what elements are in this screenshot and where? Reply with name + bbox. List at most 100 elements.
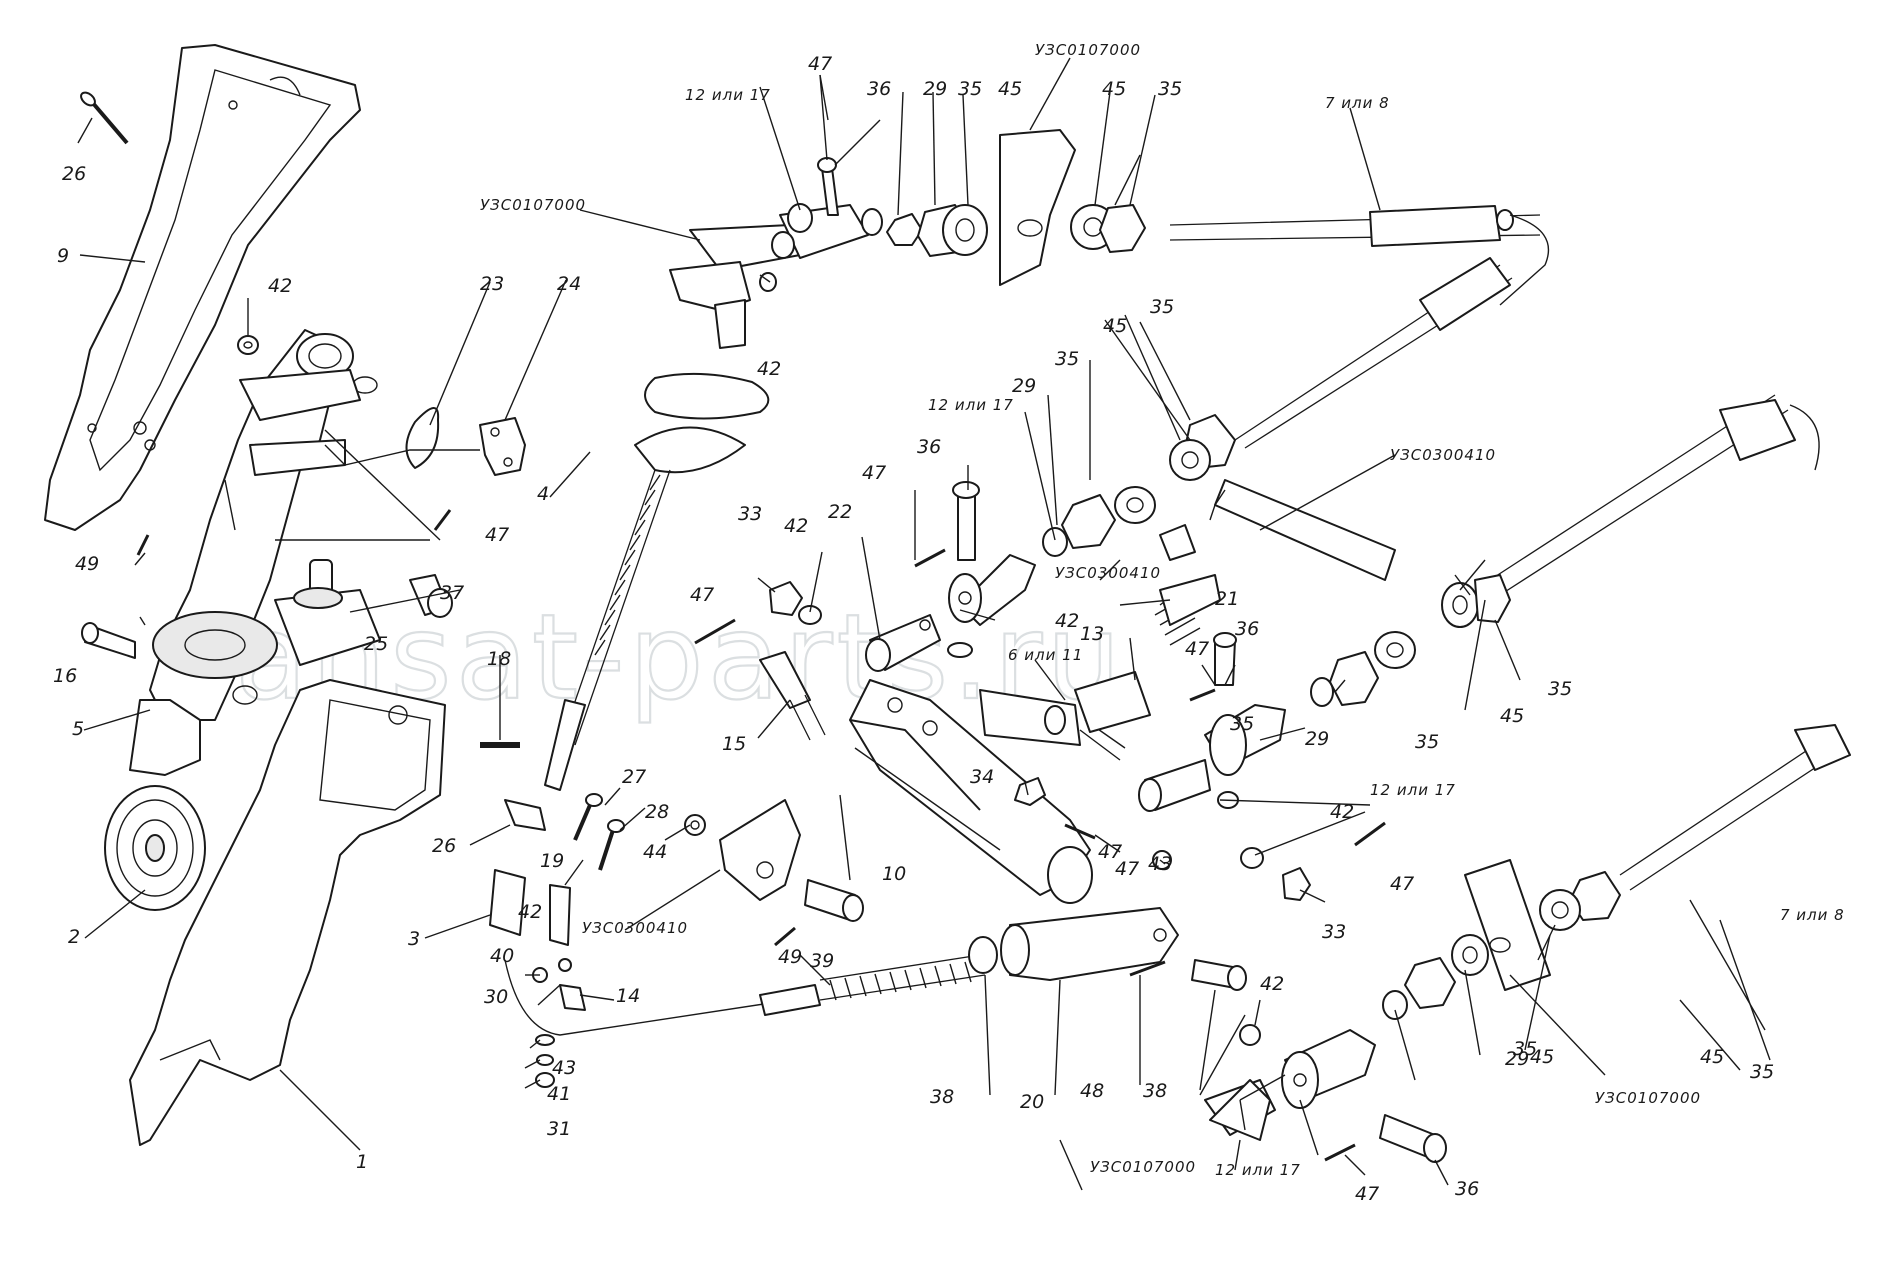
callout-40: 40 (490, 945, 514, 967)
callout-26-b: 26 (432, 835, 456, 857)
label-uzs0300410-c: УЗС0300410 (1390, 446, 1496, 464)
part-uzs0107000-plate-lower (1464, 859, 1551, 991)
callout-42-b: 42 (518, 901, 542, 923)
callout-5: 5 (72, 718, 84, 740)
callout-38-b: 38 (1143, 1080, 1167, 1102)
callout-37: 37 (440, 582, 464, 604)
callout-9: 9 (57, 245, 69, 267)
part-29-35-45-center-nuts (1042, 486, 1156, 557)
part-42-washers-right (798, 605, 1264, 1046)
callout-36-a: 36 (867, 78, 891, 100)
callout-34: 34 (970, 766, 994, 788)
callout-42-c: 42 (784, 515, 808, 537)
part-38-pin (1191, 959, 1247, 991)
part-9-upper-cover (44, 44, 361, 531)
part-36-pin-lower (1379, 1114, 1447, 1163)
label-uzs0300410-b: УЗС0300410 (1055, 564, 1161, 582)
part-6-fork-center (979, 689, 1126, 761)
callout-30: 30 (484, 986, 508, 1008)
callout-43-b: 43 (1148, 853, 1172, 875)
callout-49-a: 49 (75, 553, 99, 575)
part-35-45-top-right (1070, 204, 1146, 253)
callout-35-h: 35 (1158, 78, 1182, 100)
callout-41: 41 (547, 1083, 571, 1105)
callout-2: 2 (68, 926, 80, 948)
callout-47-g: 47 (1355, 1183, 1379, 1205)
callout-36-d: 36 (1455, 1178, 1479, 1200)
callout-45-e: 45 (1530, 1046, 1554, 1068)
part-4-lever-knob (544, 372, 770, 791)
part-3-cable-end (489, 869, 986, 1036)
callout-29-b: 29 (1012, 375, 1036, 397)
label-uzs0107000-a: УЗС0107000 (1035, 41, 1141, 59)
leader-lines (77, 57, 1771, 1191)
callout-31: 31 (547, 1118, 571, 1140)
callout-20: 20 (1020, 1091, 1044, 1113)
callout-28: 28 (645, 801, 669, 823)
callout-35-f: 35 (1513, 1038, 1537, 1060)
callout-33-a: 33 (738, 503, 762, 525)
callout-42-f: 42 (1260, 973, 1284, 995)
callout-1: 1 (356, 1151, 368, 1173)
part-7-rod-middle (1489, 394, 1820, 596)
label-uzs0300410-a: УЗС0300410 (582, 919, 688, 937)
callout-45-a: 45 (998, 78, 1022, 100)
part-uzs0300410-bracket-right (1159, 479, 1396, 581)
label-6-or-11: 6 или 11 (1008, 646, 1083, 664)
callout-45-f: 45 (1700, 1046, 1724, 1068)
callout-4: 4 (537, 483, 549, 505)
part-7-rod-upper (1169, 205, 1550, 449)
part-7-rod-lower (1619, 724, 1851, 891)
part-36-pin-center (952, 481, 980, 561)
callout-42-g: 42 (757, 358, 781, 380)
part-1-lower-cover (129, 679, 446, 1146)
part-35-45-upper-right (1169, 414, 1236, 481)
callout-14: 14 (616, 985, 640, 1007)
label-7-or-8-a: 7 или 8 (1325, 94, 1390, 112)
callout-19: 19 (540, 850, 564, 872)
callout-35-g: 35 (1750, 1061, 1774, 1083)
part-35-45-right-mid-2 (1441, 574, 1511, 628)
part-43-nut (1152, 850, 1172, 870)
callout-24: 24 (557, 273, 581, 295)
callout-35-c: 35 (1150, 296, 1174, 318)
label-12-or-17-b: 12 или 17 (928, 396, 1014, 414)
label-uzs0107000-d: УЗС0107000 (1090, 1158, 1196, 1176)
part-16-pin (81, 622, 136, 659)
callout-29-e: 35 (1230, 713, 1254, 735)
label-uzs0107000-b: УЗС0107000 (480, 196, 586, 214)
callout-49-b: 49 (778, 946, 802, 968)
callout-18: 18 (487, 648, 511, 670)
callout-45-b: 45 (1102, 78, 1126, 100)
callout-27: 27 (622, 766, 646, 788)
callout-21: 21 (1215, 588, 1239, 610)
callout-10: 10 (882, 863, 906, 885)
callout-3: 3 (408, 928, 420, 950)
callout-48: 48 (1080, 1080, 1104, 1102)
part-27-28-screws (573, 793, 625, 871)
callout-26: 26 (62, 163, 86, 185)
callout-16: 16 (53, 665, 77, 687)
callout-47-top: 47 (808, 53, 832, 75)
label-12-or-17-d: 12 или 17 (1215, 1161, 1301, 1179)
part-12-fork-center (948, 554, 1036, 626)
callout-13: 13 (1080, 623, 1104, 645)
label-uzs0107000-c: УЗС0107000 (1595, 1089, 1701, 1107)
part-35-45-lower-right (1539, 871, 1621, 931)
callout-29-c: 29 (1305, 728, 1329, 750)
callout-35-e: 35 (1415, 731, 1439, 753)
callout-47-e: 47 (1185, 638, 1209, 660)
part-uzs0107000-lower-left (1209, 1079, 1271, 1141)
label-7-or-8-b: 7 или 8 (1780, 906, 1845, 924)
callout-36-c: 36 (1235, 618, 1259, 640)
callout-36-b: 36 (917, 436, 941, 458)
callout-15: 15 (722, 733, 746, 755)
part-34-nut (1014, 777, 1046, 806)
part-37-bushing (409, 574, 453, 618)
part-21-spring (1154, 574, 1221, 646)
part-36-pin-right (1213, 632, 1237, 686)
callout-47-d: 47 (1390, 873, 1414, 895)
part-20-fork (968, 907, 1179, 981)
callout-39: 39 (810, 950, 834, 972)
